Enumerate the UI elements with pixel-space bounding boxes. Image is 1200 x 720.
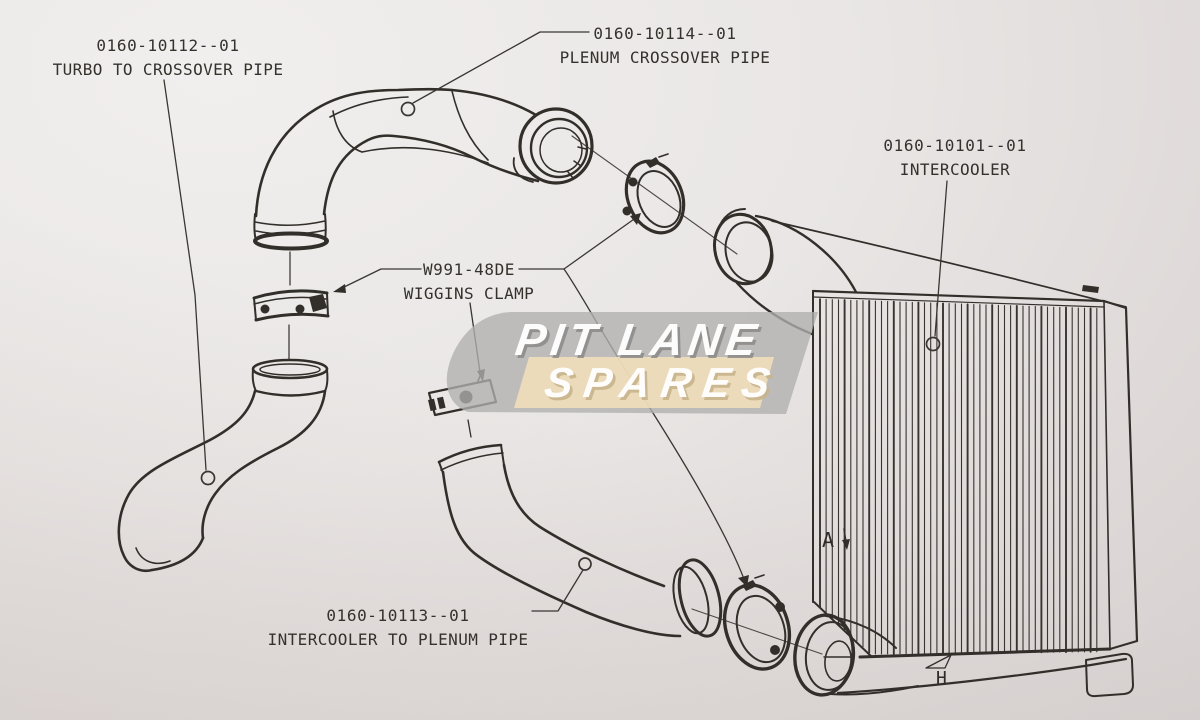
wiggins-clamp-center-drawing	[427, 375, 498, 438]
svg-text:A: A	[822, 528, 834, 552]
part-name: TURBO TO CROSSOVER PIPE	[52, 60, 284, 79]
svg-text:H: H	[936, 668, 947, 689]
part-number: 0160-10114--01	[593, 24, 737, 43]
plenum-crossover-pipe-drawing	[253, 87, 594, 251]
wiggins-clamp-top-drawing	[622, 153, 686, 235]
intercooler-outlet-port	[793, 613, 919, 697]
part-label-intercooler-to-plenum-pipe: 0160-10113--01 INTERCOOLER TO PLENUM PIP…	[268, 604, 529, 652]
intercooler-drawing: A H	[713, 208, 1139, 698]
part-name: INTERCOOLER	[899, 160, 1011, 179]
part-name: PLENUM CROSSOVER PIPE	[559, 48, 771, 67]
part-name: INTERCOOLER TO PLENUM PIPE	[267, 630, 529, 649]
part-number: 0160-10101--01	[883, 136, 1027, 155]
intercooler-to-plenum-pipe-drawing	[437, 443, 723, 638]
part-name: WIGGINS CLAMP	[403, 284, 535, 303]
part-label-wiggins-clamp: W991-48DE WIGGINS CLAMP	[404, 258, 534, 306]
part-label-intercooler: 0160-10101--01 INTERCOOLER	[883, 134, 1026, 182]
part-number: 0160-10112--01	[96, 36, 240, 55]
assembly-axis-lines	[571, 135, 823, 655]
wiggins-clamp-left-drawing	[252, 251, 330, 360]
part-label-plenum-crossover-pipe: 0160-10114--01 PLENUM CROSSOVER PIPE	[560, 22, 771, 70]
intercooler-fins	[819, 298, 1098, 655]
fin-direction-marking: A	[822, 528, 850, 552]
wiggins-clamp-bottom-drawing	[722, 574, 792, 671]
part-label-turbo-to-crossover-pipe: 0160-10112--01 TURBO TO CROSSOVER PIPE	[53, 34, 284, 82]
turbo-to-crossover-pipe-drawing	[117, 358, 329, 573]
watermark-text-line2: SPARES	[541, 359, 784, 406]
part-number: W991-48DE	[422, 260, 516, 279]
part-number: 0160-10113--01	[326, 606, 470, 625]
bottom-marking: H	[925, 654, 952, 689]
